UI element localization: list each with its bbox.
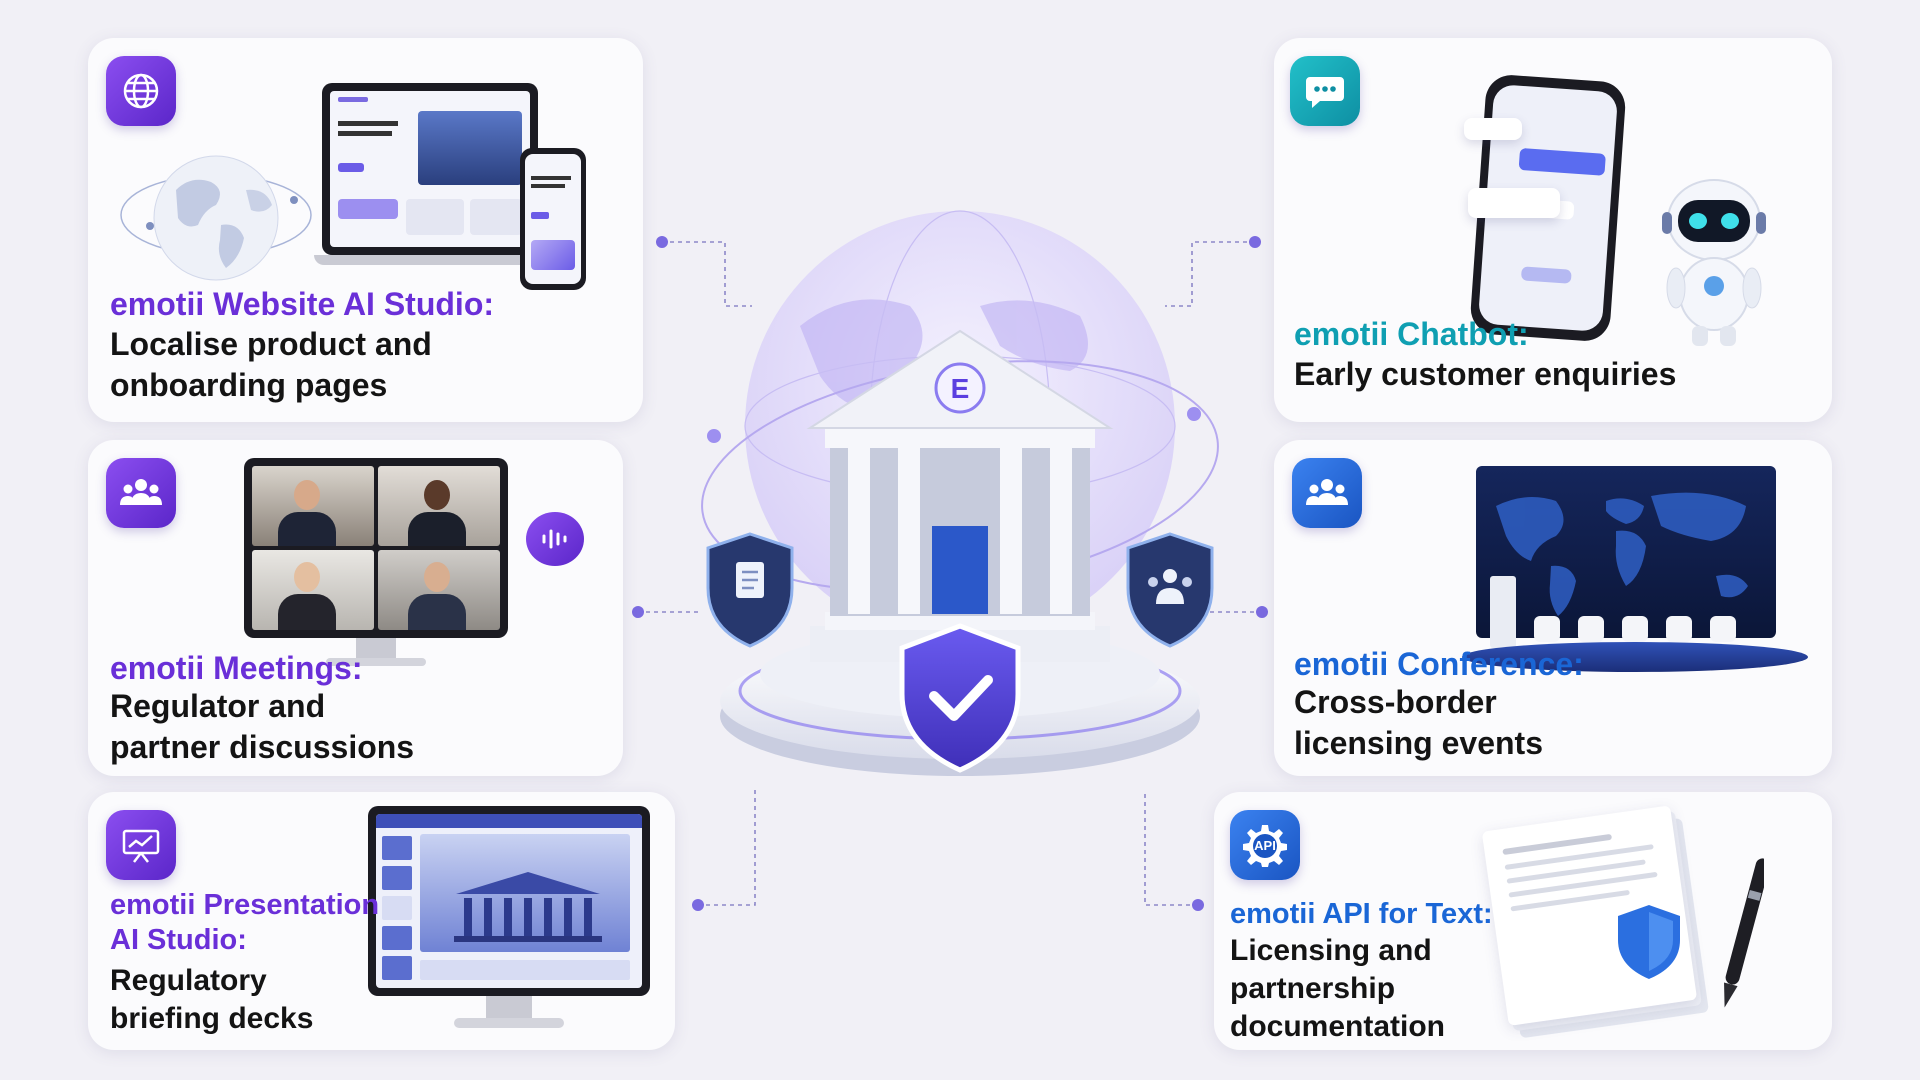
api-label: API [1254,837,1276,853]
people-icon [106,458,176,528]
bank-building-icon [806,329,1114,662]
chat-bubble-float [1464,118,1522,140]
card-title: emotii Presentation AI Studio: [110,889,380,956]
presentation-monitor [368,806,650,1042]
card-api-for-text: API emotii API for Text: Licensing and p… [1214,792,1832,1050]
participant-video [378,550,500,630]
card-title: emotii API for Text: [1230,898,1493,930]
world-globe-illustration [120,155,312,281]
card-description: Regulator and partner discussions [110,688,415,765]
participant-video [378,466,500,546]
connector-dot [632,606,644,618]
laptop-mockup [314,83,546,273]
api-gear-icon: API [1230,810,1300,880]
shield-icon [1618,905,1680,979]
card-meetings: emotii Meetings: Regulator and partner d… [88,440,623,776]
phone-mockup [520,148,586,290]
card-chatbot: emotii Chatbot: Early customer enquiries [1274,38,1832,422]
document-shield-icon [706,532,794,648]
connector-dot [1192,899,1204,911]
participant-video [252,466,374,546]
connector-dot [656,236,668,248]
connector-dot [1249,236,1261,248]
conference-stage [1462,458,1808,688]
card-title: emotii Conference: [1294,646,1584,682]
card-conference: emotii Conference: Cross-border licensin… [1274,440,1832,776]
connector-dot [692,899,704,911]
video-call-monitor [244,458,508,678]
card-title: emotii Chatbot: [1294,316,1529,352]
shield-check-icon [899,623,1021,773]
people-shield-icon [1126,532,1214,648]
card-website-ai-studio: emotii Website AI Studio: Localise produ… [88,38,643,422]
card-description: Localise product and onboarding pages [110,326,432,403]
group-icon [1292,458,1362,528]
presentation-chart-icon [106,810,176,880]
document-stack [1481,802,1723,1049]
card-title: emotii Website AI Studio: [110,286,495,322]
participant-video [252,550,374,630]
card-description: Licensing and partnership documentation [1230,934,1445,1043]
world-map-screen [1476,466,1776,638]
pen-icon [1724,858,1764,1008]
logo-letter: E [951,373,970,404]
chat-bubble-float [1468,188,1560,218]
card-description: Cross-border licensing events [1294,684,1543,761]
robot-icon [1662,179,1766,346]
chat-bubble-icon [1290,56,1360,126]
card-title: emotii Meetings: [110,650,363,686]
card-description: Regulatory briefing decks [110,964,314,1035]
card-presentation-ai-studio: emotii Presentation AI Studio: Regulator… [88,792,675,1050]
podium [1490,576,1516,648]
connector-dot [1256,606,1268,618]
globe-icon [106,56,176,126]
card-description: Early customer enquiries [1294,356,1677,392]
voice-wave-icon [526,512,584,566]
central-bank-globe-illustration: E [701,210,1219,776]
